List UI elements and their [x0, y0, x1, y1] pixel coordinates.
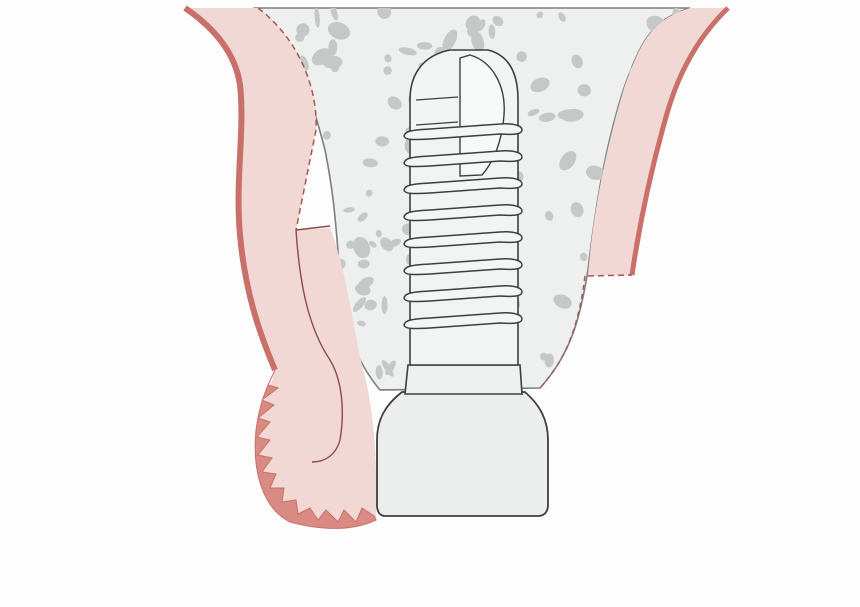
implant-collar	[405, 365, 522, 394]
implant-icon	[404, 50, 522, 394]
bone-pore	[382, 296, 388, 314]
implant-threads	[404, 97, 522, 329]
abutment-icon	[377, 392, 548, 516]
